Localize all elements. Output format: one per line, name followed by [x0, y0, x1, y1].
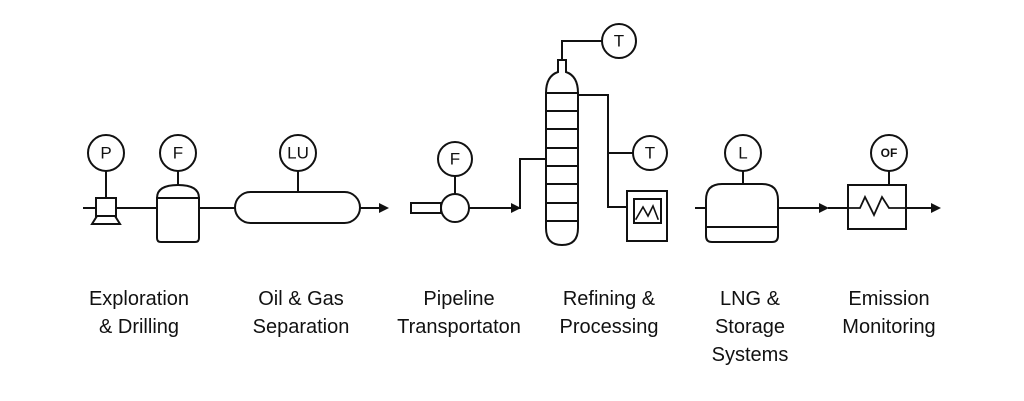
storage-tank-icon: [705, 183, 779, 243]
label-line: Transportaton: [397, 316, 521, 338]
instrument-temperature-top: T: [601, 23, 637, 59]
instrument-tag: F: [173, 144, 183, 163]
label-line: Refining &: [562, 288, 656, 310]
instrument-temperature-side: T: [632, 135, 668, 171]
instrument-oxygen-flow: OF: [870, 134, 908, 172]
label-line: Pipeline: [423, 288, 495, 310]
label-line: LNG &: [719, 288, 781, 310]
stage-emission: OF: [828, 134, 941, 230]
pump-icon: [440, 193, 470, 223]
instrument-tag: L: [738, 144, 747, 163]
label-line: & Drilling: [98, 316, 180, 338]
instrument-tag: P: [100, 144, 111, 163]
stage-label-lng: LNG & Storage Systems: [712, 285, 789, 369]
stage-exploration: P F: [83, 134, 236, 243]
stage-pipeline: F: [410, 141, 521, 223]
flow-arrow-icon: [511, 203, 521, 213]
stage-label-exploration: Exploration & Drilling: [89, 285, 189, 341]
wellhead-valve-icon: [90, 197, 122, 225]
flow-arrow-icon: [931, 203, 941, 213]
overhead-line: [561, 40, 604, 61]
flow-arrow-icon: [379, 203, 389, 213]
instrument-tag: OF: [881, 146, 898, 160]
label-line: Systems: [711, 344, 789, 366]
stage-lng: L: [695, 134, 829, 243]
feed-pipe: [519, 158, 547, 209]
vertical-vessel-icon: [156, 183, 200, 243]
instrument-flow: F: [437, 141, 473, 177]
label-line: Storage: [714, 316, 786, 338]
instrument-level: L: [724, 134, 762, 172]
stage-label-emission: Emission Monitoring: [842, 285, 935, 341]
stage-refining: T T: [519, 23, 668, 247]
stage-separation: LU: [234, 134, 389, 224]
instrument-tag: T: [645, 144, 655, 163]
side-draw-line: [577, 94, 628, 208]
instrument-level: LU: [279, 134, 317, 172]
instrument-tag: LU: [287, 144, 309, 163]
stage-label-pipeline: Pipeline Transportaton: [397, 285, 521, 341]
label-line: Separation: [252, 316, 350, 338]
label-line: Processing: [559, 316, 659, 338]
label-line: Emission: [848, 288, 930, 310]
analyzer-icon: [626, 190, 668, 242]
label-line: Oil & Gas: [258, 288, 344, 310]
instrument-pressure: P: [87, 134, 125, 172]
label-line: Monitoring: [842, 316, 936, 338]
horizontal-separator-icon: [234, 191, 361, 224]
instrument-tag: F: [450, 150, 460, 169]
instrument-tag: T: [614, 32, 624, 51]
label-line: Exploration: [88, 288, 190, 310]
heat-exchanger-icon: [847, 184, 907, 230]
stage-label-separation: Oil & Gas Separation: [253, 285, 350, 341]
distillation-column-icon: [545, 59, 579, 247]
flow-arrow-icon: [819, 203, 829, 213]
stage-label-refining: Refining & Processing: [560, 285, 659, 341]
instrument-flow: F: [159, 134, 197, 172]
pipe-segment-icon: [410, 202, 442, 214]
